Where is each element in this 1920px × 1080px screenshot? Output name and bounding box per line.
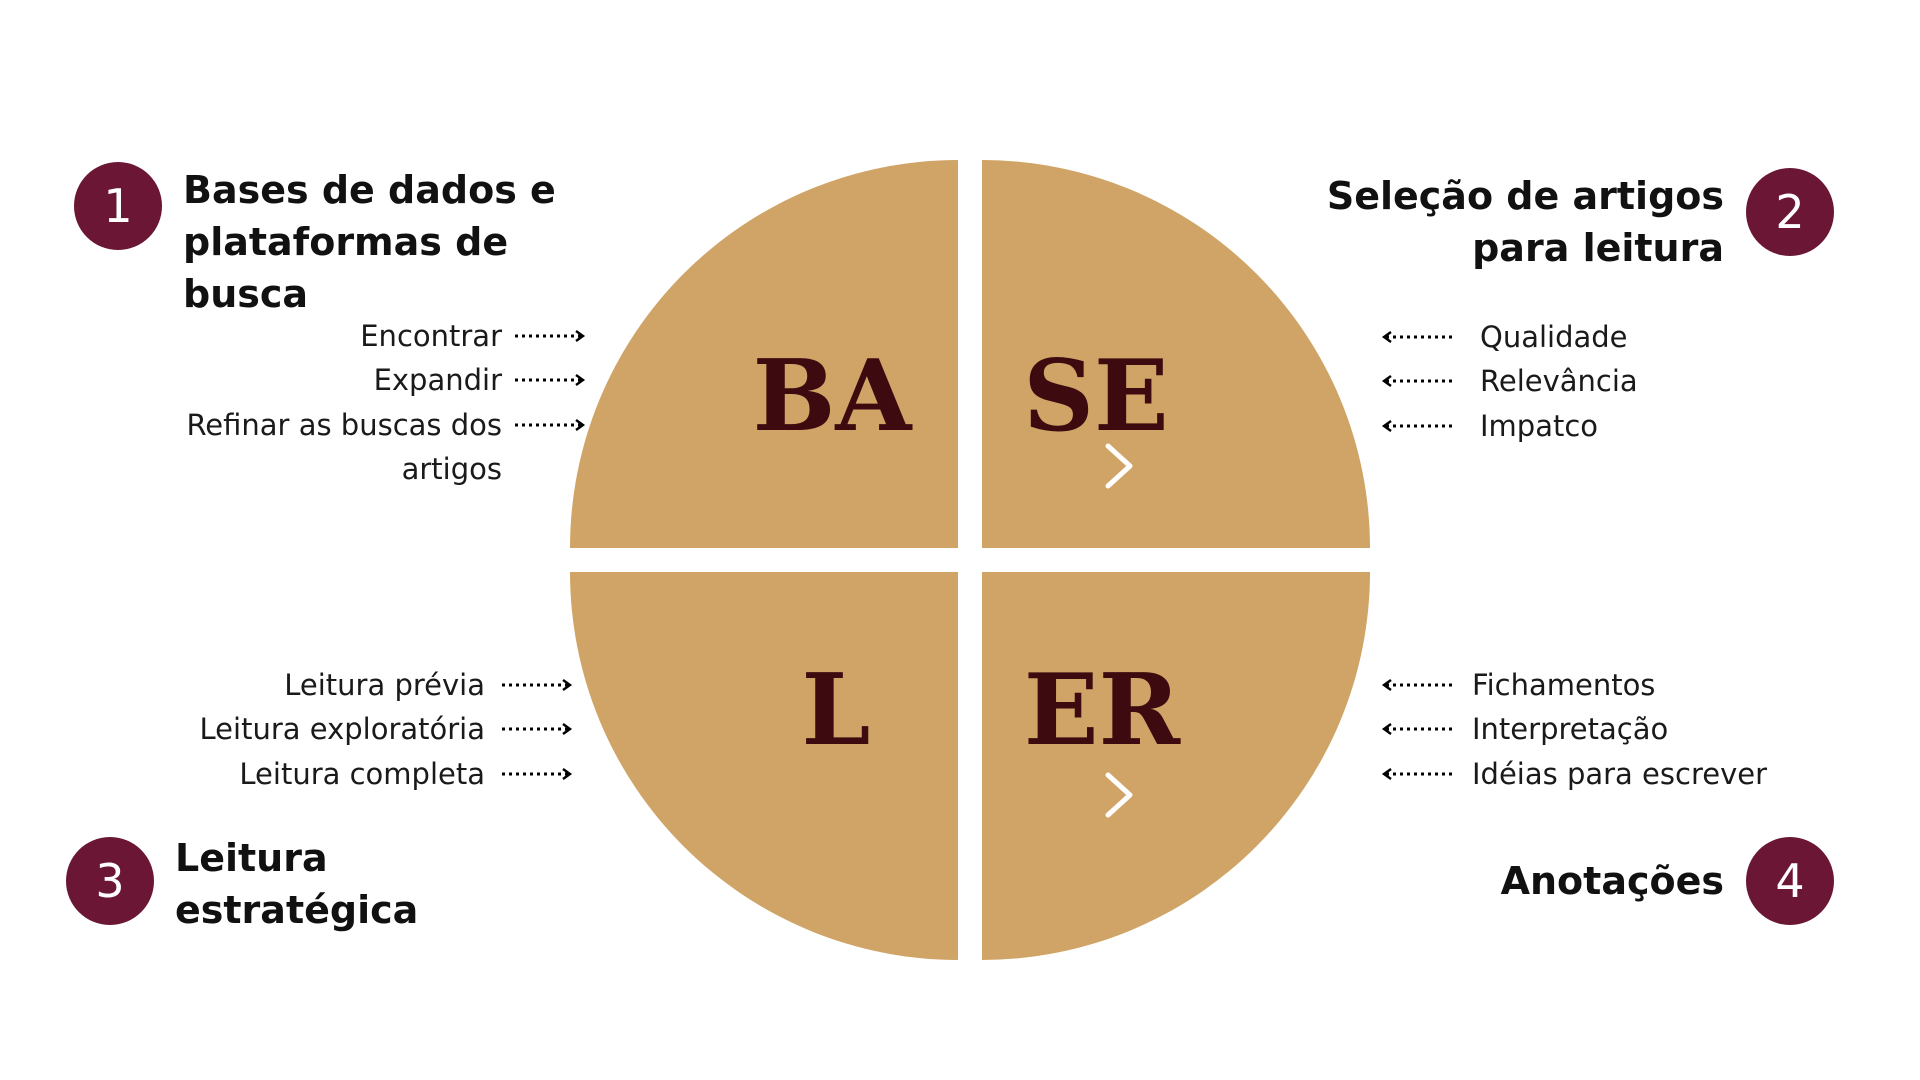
step-title-1: Bases de dados e plataformas de busca bbox=[183, 164, 556, 320]
step-title-line: Anotações bbox=[1500, 859, 1724, 903]
step-3-item: Leitura completa bbox=[239, 757, 485, 791]
quadrant-bottom-right bbox=[982, 572, 1370, 960]
step-title-line: para leitura bbox=[1472, 226, 1724, 270]
quadrant-bottom-left bbox=[570, 572, 958, 960]
step-1-item: Refinar as buscas dos bbox=[186, 408, 502, 442]
letters-bottom-right: ER bbox=[1024, 653, 1182, 768]
dotted-arrows-step-2 bbox=[1381, 331, 1452, 432]
step-title-line: estratégica bbox=[175, 888, 419, 932]
dotted-arrows-step-4 bbox=[1381, 679, 1452, 780]
step-1-item: artigos bbox=[401, 452, 502, 486]
step-title-line: plataformas de bbox=[183, 220, 509, 264]
step-title-line: Bases de dados e bbox=[183, 168, 556, 212]
step-2-item: Impatco bbox=[1480, 409, 1599, 443]
letters-top-left: BA bbox=[753, 339, 914, 454]
step-title-line: Leitura bbox=[175, 836, 328, 880]
flow-arrow-bottom-head bbox=[1105, 772, 1133, 818]
flow-arrow-top-head bbox=[1105, 443, 1133, 489]
step-number-badge-4: 4 bbox=[1746, 837, 1834, 925]
dotted-arrows-step-3 bbox=[502, 679, 573, 780]
step-3-item: Leitura prévia bbox=[284, 668, 485, 702]
step-title-4: Anotações bbox=[1501, 855, 1724, 907]
step-4-item: Fichamentos bbox=[1472, 668, 1656, 702]
step-title-line: Seleção de artigos bbox=[1326, 174, 1724, 218]
step-1-item: Encontrar bbox=[360, 319, 502, 353]
step-4-item: Idéias para escrever bbox=[1472, 757, 1767, 791]
step-number-badge-3: 3 bbox=[66, 837, 154, 925]
letters-top-right: SE bbox=[1023, 339, 1168, 454]
quadrant-flow-arrows bbox=[800, 443, 1133, 818]
step-2-item: Relevância bbox=[1480, 364, 1638, 398]
step-number-badge-1: 1 bbox=[74, 162, 162, 250]
quadrant-top-left bbox=[570, 160, 958, 548]
step-4-item: Interpretação bbox=[1472, 712, 1669, 746]
step-number-badge-2: 2 bbox=[1746, 168, 1834, 256]
step-title-3: Leitura estratégica bbox=[175, 832, 418, 936]
step-1-item: Expandir bbox=[373, 363, 502, 397]
step-title-line: busca bbox=[183, 272, 309, 316]
quadrant-top-right bbox=[982, 160, 1370, 548]
letters-bottom-left: L bbox=[802, 653, 871, 768]
step-2-item: Qualidade bbox=[1480, 320, 1628, 354]
dotted-arrows-step-1 bbox=[515, 330, 586, 431]
circle-quadrants bbox=[570, 160, 1370, 960]
step-title-2: Seleção de artigos para leitura bbox=[1327, 170, 1724, 274]
quadrant-letters: BA SE L ER bbox=[753, 339, 1182, 768]
step-3-item: Leitura exploratória bbox=[199, 712, 485, 746]
